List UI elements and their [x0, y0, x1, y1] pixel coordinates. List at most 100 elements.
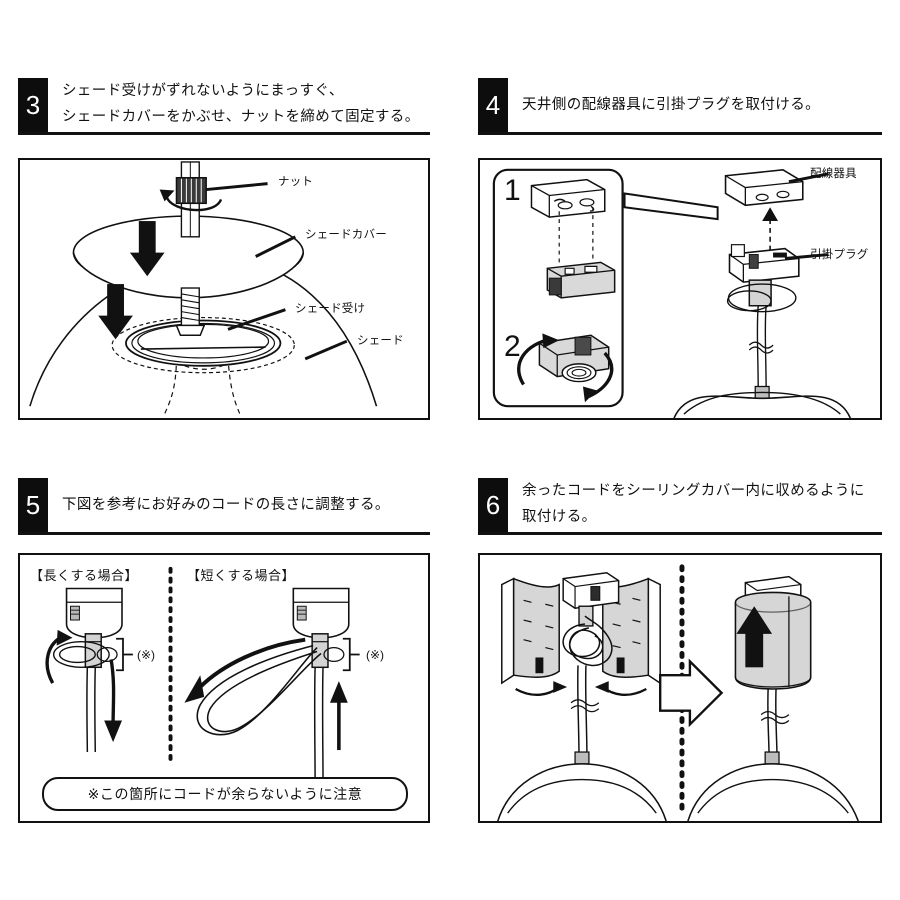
substeps-callout-box	[492, 168, 624, 408]
shade-dome-outline	[673, 395, 852, 418]
left-shade-dome-inner	[507, 778, 657, 814]
callout-pointer-wedge	[623, 192, 719, 221]
right-cord-edge	[584, 665, 588, 758]
step-6-header: 6 余ったコードをシーリングカバー内に収めるように 取付ける。	[478, 478, 882, 532]
leader-nut	[206, 182, 268, 192]
rod-thread-lines	[181, 293, 200, 322]
leader-shade-cover	[255, 235, 296, 258]
step-4-figure: 1 2 配線器具 引掛プラグ	[478, 158, 882, 420]
substep2-hook-plug	[538, 334, 610, 383]
substep-1-number: 1	[504, 174, 521, 207]
shade-hidden-left	[164, 356, 178, 415]
substep2-rotate-arrowhead-left	[542, 333, 560, 349]
step-6-underline	[478, 532, 882, 535]
shorten-marker: (※)	[366, 648, 385, 662]
left-shade-collar	[574, 751, 590, 765]
step-5-illustration	[45, 566, 360, 782]
plug-with-coiled-cord	[562, 571, 620, 667]
step-3-figure: ナット シェードカバー シェード受け シェード	[18, 158, 430, 420]
right-cord-edge-2	[767, 688, 770, 758]
step-3-block: 3 シェード受けがずれないようにまっすぐ、 シェードカバーをかぶせ、ナットを締め…	[18, 78, 430, 135]
nut-rotation-arrowhead	[159, 189, 175, 202]
right-shade-dome-inner	[697, 778, 849, 814]
step-5-title: 下図を参考にお好みのコードの長さに調整する。	[62, 497, 390, 513]
left-cord-edge	[577, 665, 580, 758]
left-shade-dome	[497, 763, 667, 821]
cord-break-a	[570, 699, 600, 707]
cord-right-edge	[764, 305, 767, 393]
nut-knurl	[180, 178, 202, 203]
step-5-block: 5 下図を参考にお好みのコードの長さに調整する。	[18, 478, 430, 535]
cover-half-left	[501, 577, 560, 685]
label-wiring-device: 配線器具	[810, 168, 857, 180]
step-3-header: 3 シェード受けがずれないようにまっすぐ、 シェードカバーをかぶせ、ナットを締め…	[18, 78, 430, 132]
step-3-title: シェード受けがずれないようにまっすぐ、 シェードカバーをかぶせ、ナットを締めて固…	[62, 83, 420, 125]
step-5-header: 5 下図を参考にお好みのコードの長さに調整する。	[18, 478, 430, 532]
substep-2-number: 2	[504, 330, 521, 363]
label-shade-holder: シェード受け	[295, 303, 366, 315]
insert-arrowhead	[762, 207, 779, 222]
cord-break-mark-a	[748, 341, 774, 349]
right-cord-edge-3	[775, 688, 778, 758]
cord-break-mark-b	[748, 346, 774, 354]
cord-loop-inner	[726, 290, 772, 312]
lengthen-marker: (※)	[137, 648, 156, 662]
push-up-arrow	[736, 606, 773, 668]
cord-break-c	[760, 711, 790, 719]
cord-left-edge	[756, 305, 759, 393]
press-arrow-1	[129, 221, 165, 277]
step-6-number: 6	[478, 478, 508, 532]
leader-hook-plug	[784, 253, 829, 260]
close-arrow-left	[515, 686, 560, 696]
step-6-illustration	[497, 564, 859, 821]
label-shade-cover: シェードカバー	[305, 229, 387, 241]
step-5-underline	[18, 532, 430, 535]
cord-slack-caution-note: ※この箇所にコードが余らないように注意	[42, 777, 408, 811]
label-nut: ナット	[278, 176, 314, 188]
right-shade-collar	[764, 751, 780, 765]
right-shade-dome	[687, 763, 859, 821]
transition-arrow	[659, 658, 724, 728]
rod-hex-collar	[175, 324, 206, 337]
substep2-rotate-arrow-right	[588, 351, 614, 398]
step-5-figure: 【長くする場合】 【短くする場合】 (※) (※) ※この箇所にコードが余らない…	[18, 553, 430, 823]
shade-holder-crossbar	[140, 346, 266, 350]
nut-rotation-arrow	[165, 193, 223, 212]
shade-hidden-right	[227, 356, 241, 415]
shorten-heading: 【短くする場合】	[187, 568, 296, 583]
close-arrowhead-left	[553, 681, 568, 693]
main-wiring-device	[724, 169, 804, 207]
substep1-hook-plug	[546, 261, 616, 299]
cord-break-d	[760, 716, 790, 725]
substep2-rotate-arrowhead-right	[582, 386, 597, 403]
step-3-underline	[18, 132, 430, 135]
label-hook-plug: 引掛プラグ	[810, 249, 869, 261]
step-6-figure	[478, 553, 882, 823]
shade-dome-inner	[683, 391, 841, 415]
label-shade: シェード	[357, 335, 404, 347]
step-5-number: 5	[18, 478, 48, 532]
step-4-illustration	[492, 168, 852, 418]
press-arrow-2	[98, 284, 133, 340]
leader-shade-holder	[227, 308, 286, 331]
leader-wiring-device	[788, 172, 829, 184]
shade-holder-ring-inner	[137, 323, 270, 359]
step-4-title: 天井側の配線器具に引掛プラグを取付ける。	[522, 97, 820, 113]
leader-shade	[304, 339, 348, 361]
step-4-block: 4 天井側の配線器具に引掛プラグを取付ける。	[478, 78, 882, 135]
main-hook-plug	[728, 244, 800, 283]
step-6-block: 6 余ったコードをシーリングカバー内に収めるように 取付ける。	[478, 478, 882, 535]
step-4-header: 4 天井側の配線器具に引掛プラグを取付ける。	[478, 78, 882, 132]
close-arrowhead-right	[594, 681, 609, 693]
shorten-diagram	[184, 587, 360, 782]
step-3-number: 3	[18, 78, 48, 132]
lengthen-diagram	[45, 587, 133, 753]
substep1-wiring-device	[530, 178, 606, 218]
step-4-underline	[478, 132, 882, 135]
step-3-illustration	[29, 161, 378, 415]
step-6-title: 余ったコードをシーリングカバー内に収めるように 取付ける。	[522, 483, 865, 525]
step-4-number: 4	[478, 78, 508, 132]
cord-break-b	[570, 705, 600, 713]
close-arrow-right	[602, 686, 647, 696]
